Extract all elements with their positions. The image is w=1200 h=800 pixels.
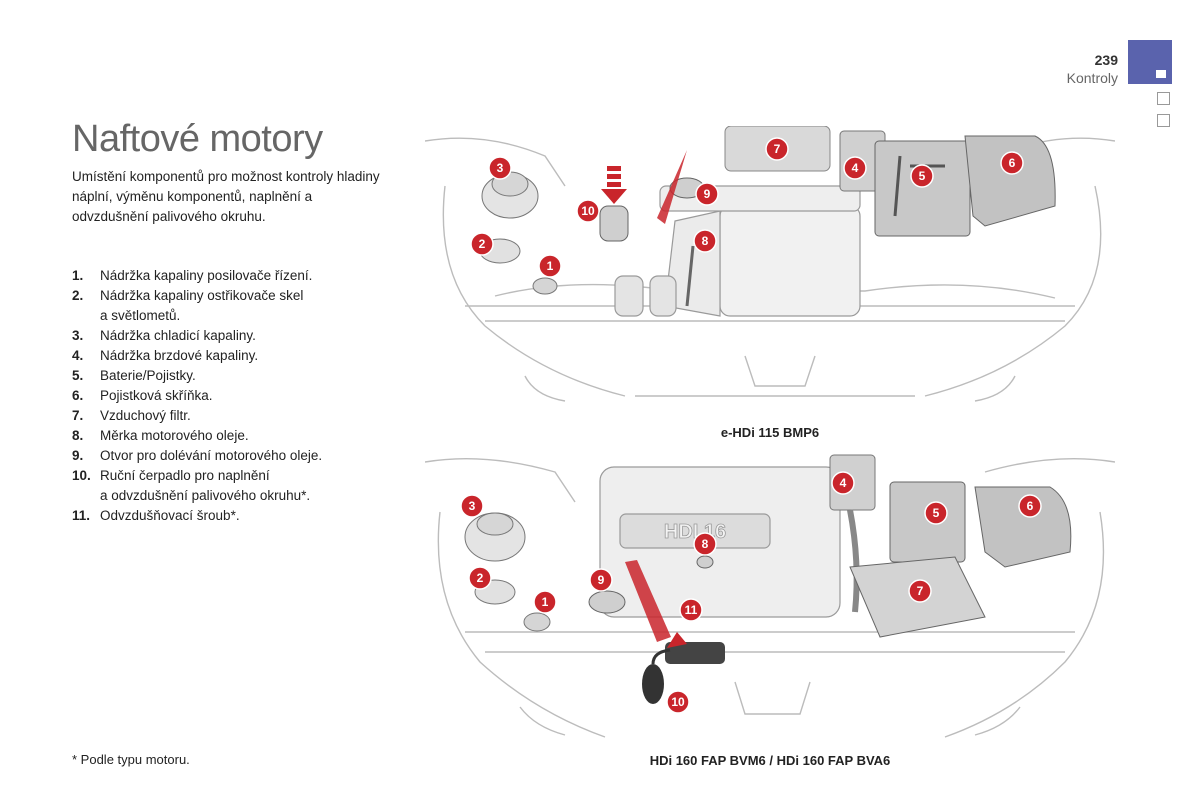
svg-text:8: 8 [702, 537, 709, 551]
engine-diagram-bottom: HDI 16 3 2 1 9 8 11 10 4 5 6 7 [425, 454, 1115, 738]
svg-text:2: 2 [479, 237, 486, 251]
svg-text:7: 7 [774, 142, 781, 156]
list-item: 9.Otvor pro dolévání motorového oleje. [72, 448, 323, 463]
svg-text:10: 10 [671, 695, 685, 709]
svg-text:1: 1 [547, 259, 554, 273]
svg-text:6: 6 [1027, 499, 1034, 513]
page-title: Naftové motory [72, 118, 323, 160]
badge-9: 9 [589, 568, 613, 592]
badge-5: 5 [924, 501, 948, 525]
svg-text:7: 7 [917, 584, 924, 598]
page-number: 239 [1094, 52, 1118, 68]
list-item: 6.Pojistková skříňka. [72, 388, 213, 403]
badge-9: 9 [695, 182, 719, 206]
badge-11: 11 [679, 598, 703, 622]
badge-1: 1 [538, 254, 562, 278]
list-item: 11.Odvzdušňovací šroub*. [72, 508, 240, 523]
list-item: 8.Měrka motorového oleje. [72, 428, 249, 443]
svg-text:10: 10 [581, 204, 595, 218]
list-item: 7.Vzduchový filtr. [72, 408, 191, 423]
badge-8: 8 [693, 532, 717, 556]
badge-10: 10 [666, 690, 690, 714]
svg-text:9: 9 [598, 573, 605, 587]
badge-6: 6 [1018, 494, 1042, 518]
badge-10: 10 [576, 199, 600, 223]
badge-5: 5 [910, 164, 934, 188]
svg-text:4: 4 [840, 476, 847, 490]
list-item: 3.Nádržka chladicí kapaliny. [72, 328, 256, 343]
svg-text:1: 1 [542, 595, 549, 609]
svg-text:8: 8 [702, 234, 709, 248]
section-title: Kontroly [1066, 70, 1118, 86]
svg-text:5: 5 [919, 169, 926, 183]
svg-text:3: 3 [497, 161, 504, 175]
badge-4: 4 [843, 156, 867, 180]
svg-text:5: 5 [933, 506, 940, 520]
badge-4: 4 [831, 471, 855, 495]
badge-2: 2 [470, 232, 494, 256]
component-list: 1.Nádržka kapaliny posilovače řízení. 2.… [72, 266, 392, 526]
intro-paragraph: Umístění komponentů pro možnost kontroly… [72, 169, 380, 224]
chapter-tab[interactable] [1157, 114, 1170, 127]
list-item: 1.Nádržka kapaliny posilovače řízení. [72, 268, 313, 283]
badge-6: 6 [1000, 151, 1024, 175]
footnote: * Podle typu motoru. [72, 752, 190, 767]
svg-text:3: 3 [469, 499, 476, 513]
svg-text:4: 4 [852, 161, 859, 175]
badge-2: 2 [468, 566, 492, 590]
badge-7: 7 [908, 579, 932, 603]
svg-text:2: 2 [477, 571, 484, 585]
svg-text:9: 9 [704, 187, 711, 201]
svg-text:11: 11 [685, 603, 698, 617]
chapter-tab-active[interactable] [1128, 40, 1172, 84]
diagram-caption-bottom: HDi 160 FAP BVM6 / HDi 160 FAP BVA6 [649, 753, 891, 768]
badge-3: 3 [488, 156, 512, 180]
badge-3: 3 [460, 494, 484, 518]
chapter-tab[interactable] [1157, 92, 1170, 105]
badge-8: 8 [693, 229, 717, 253]
badge-7: 7 [765, 137, 789, 161]
svg-text:6: 6 [1009, 156, 1016, 170]
diagram-caption-top: e-HDi 115 BMP6 [720, 425, 820, 440]
list-item: 5.Baterie/Pojistky. [72, 368, 196, 383]
badge-1: 1 [533, 590, 557, 614]
engine-diagram-top: 3 2 1 10 9 8 7 4 5 6 [425, 126, 1115, 402]
list-item: 4.Nádržka brzdové kapaliny. [72, 348, 259, 363]
